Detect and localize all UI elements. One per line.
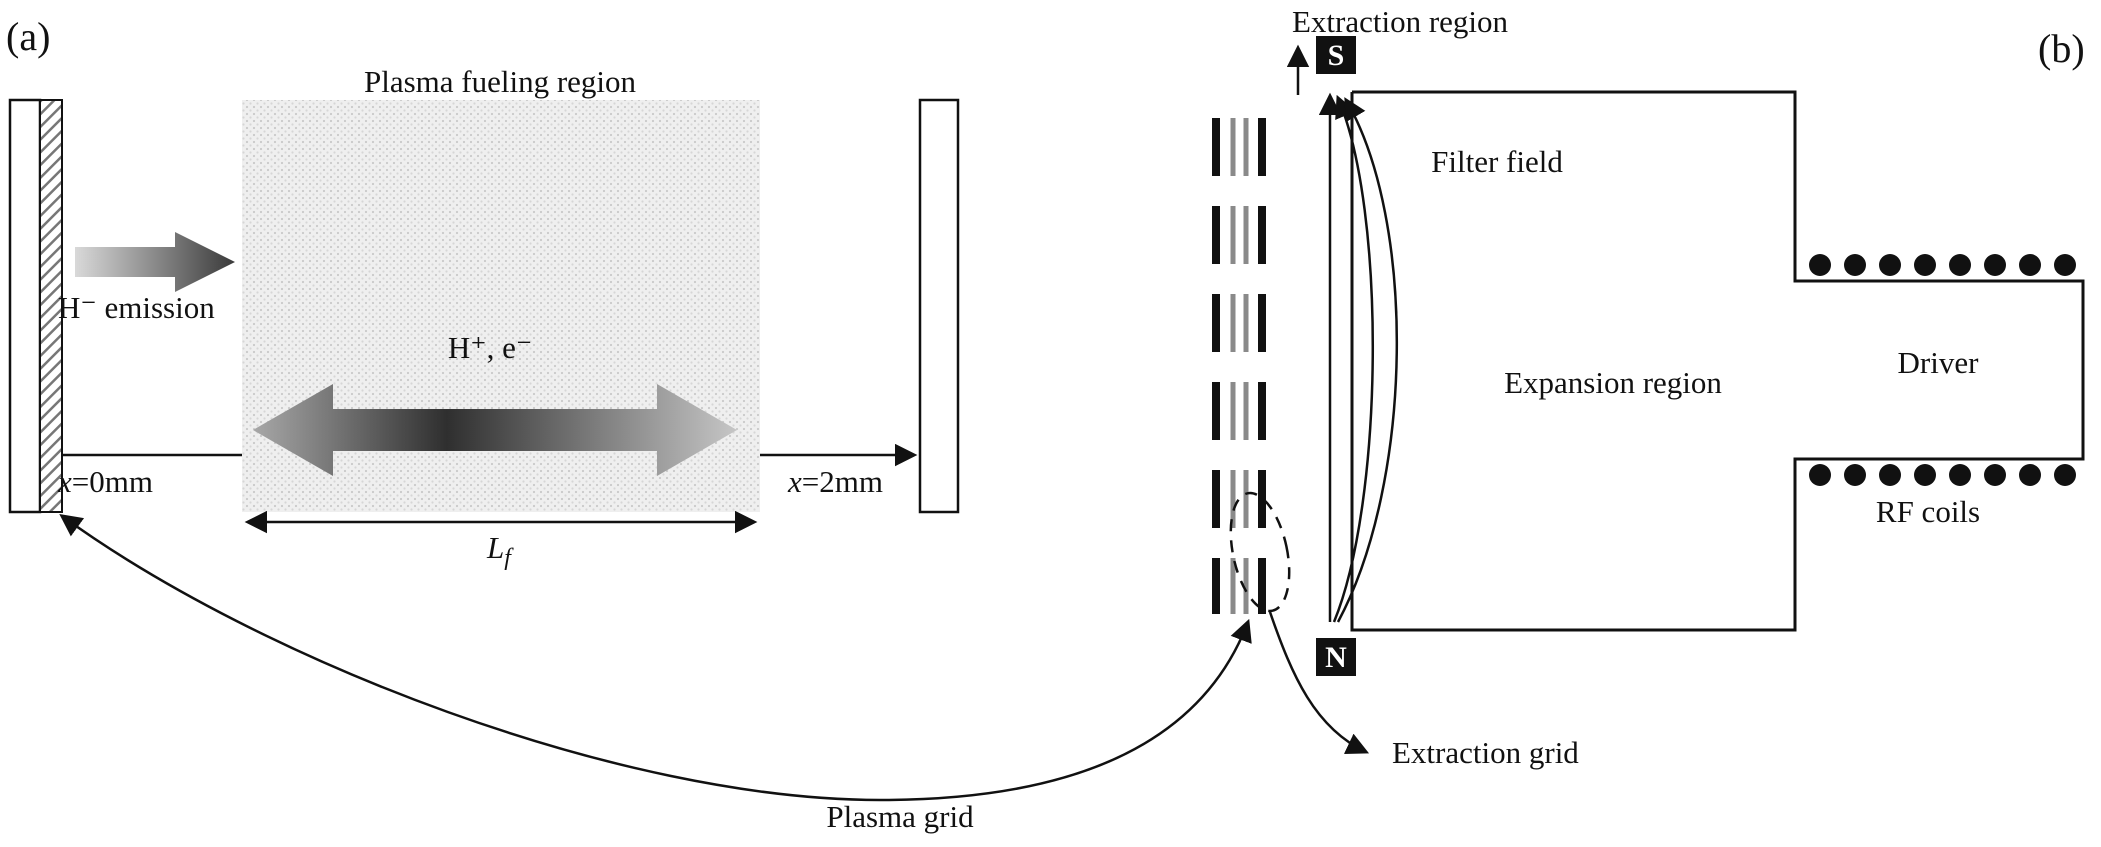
filter-field-label: Filter field: [1431, 144, 1563, 179]
panel-a-label: (a): [6, 14, 50, 59]
x0-symbol: x: [57, 464, 72, 499]
plasma-grid-label: Plasma grid: [826, 799, 974, 834]
extraction-grid-label: Extraction grid: [1392, 735, 1579, 770]
magnet-pole-s-label: S: [1328, 39, 1345, 72]
species-label: H⁺, e⁻: [448, 330, 532, 365]
rf-coils-label: RF coils: [1876, 494, 1980, 529]
right-grid-wall: [918, 98, 960, 514]
plasma-grid-connector-curve: [59, 514, 1252, 802]
filter-field-line-3: [1336, 97, 1398, 623]
extraction-region-label: Extraction region: [1292, 4, 1509, 39]
h-minus-emission-arrow-icon: [75, 232, 235, 292]
h-minus-emission-label: H⁻ emission: [58, 290, 215, 325]
rf-coils-top-row-icon: [1809, 254, 2076, 276]
plasma-fueling-region-title: Plasma fueling region: [364, 64, 637, 99]
magnet-pole-n-box: [1316, 638, 1356, 676]
x0-label: x=0mm: [57, 464, 153, 499]
x2-symbol: x: [787, 464, 802, 499]
x2-value: =2mm: [802, 464, 883, 499]
ion-electron-double-arrow-icon: [253, 384, 737, 476]
x0-value: =0mm: [72, 464, 153, 499]
panel-a: (a) Plasma fueling region H⁻ emission H⁺…: [6, 14, 1252, 834]
rf-coils-bottom-row-icon: [1809, 464, 2076, 486]
panel-b: (b) Extraction region S N Filter field E…: [1212, 4, 2085, 770]
x2-label: x=2mm: [787, 464, 883, 499]
magnet-pole-s-box: [1316, 36, 1356, 74]
plasma-grid-wall: [8, 98, 42, 514]
magnet-pole-n-label: N: [1325, 641, 1347, 674]
lf-label: Lf: [486, 530, 514, 571]
extraction-grid-callout-ellipse: [1229, 491, 1291, 613]
expansion-region-label: Expansion region: [1504, 365, 1722, 400]
chamber-outline: [1350, 90, 2085, 632]
driver-label: Driver: [1898, 345, 1980, 380]
extraction-grid-pointer-curve: [1268, 611, 1370, 755]
plasma-grid-hatched-surface: [39, 99, 63, 513]
lf-subscript: f: [504, 545, 514, 571]
panel-b-label: (b): [2038, 26, 2085, 71]
lf-symbol: L: [486, 530, 504, 565]
